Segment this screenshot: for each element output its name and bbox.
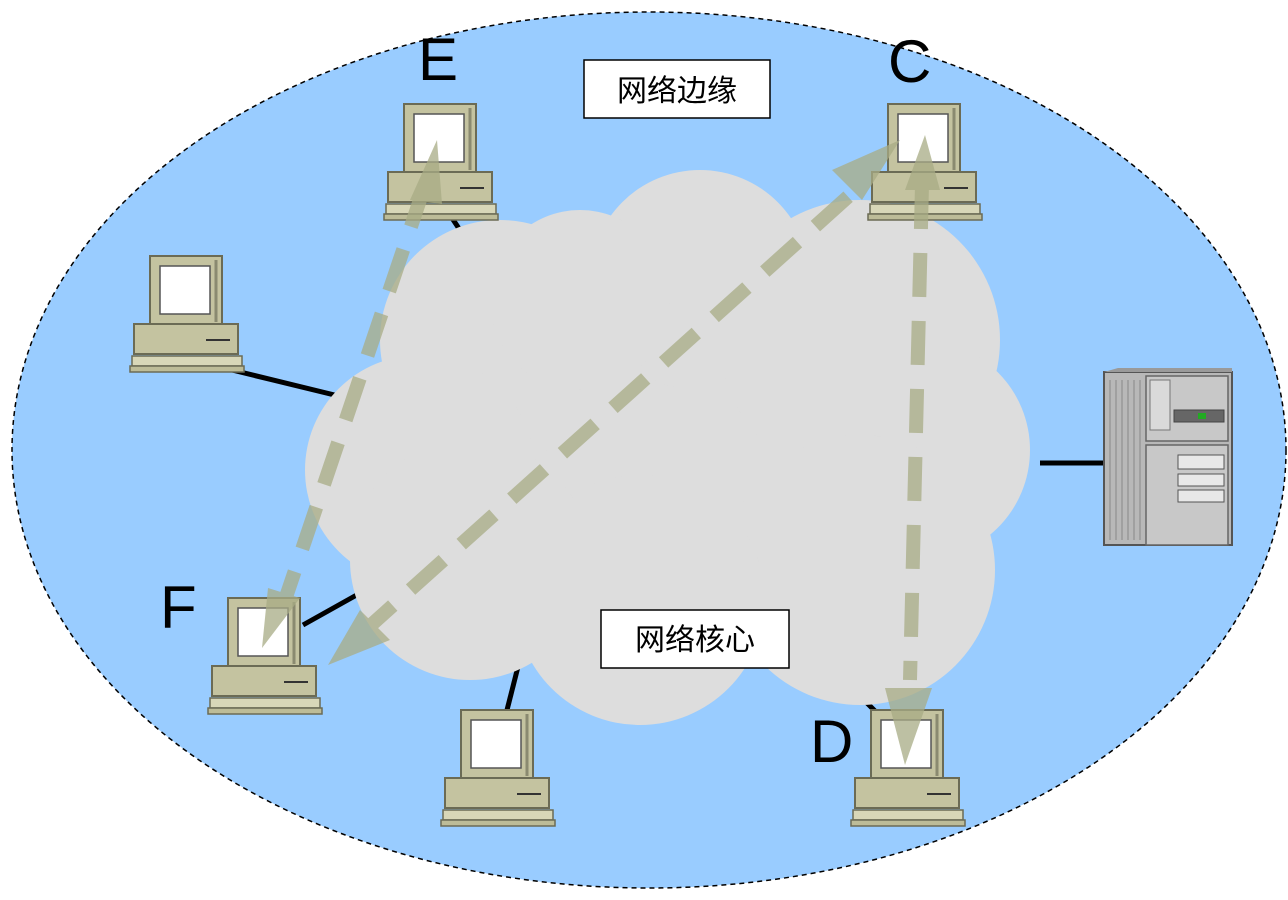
path-e-f bbox=[278, 182, 432, 603]
core-label: 网络核心 bbox=[635, 623, 755, 658]
edge-label-box: 网络边缘 bbox=[583, 59, 771, 119]
arrowhead-to-f-2 bbox=[262, 588, 300, 648]
node-label-c: C bbox=[888, 28, 931, 95]
arrowhead-to-f bbox=[328, 610, 390, 665]
edge-label: 网络边缘 bbox=[617, 74, 737, 109]
path-f-c bbox=[355, 189, 855, 641]
node-label-f: F bbox=[160, 574, 197, 641]
server-icon bbox=[1103, 368, 1233, 546]
node-label-d: D bbox=[810, 708, 853, 775]
arrowhead-to-c-2 bbox=[905, 135, 940, 190]
arrowhead-to-e bbox=[410, 140, 442, 204]
core-label-box: 网络核心 bbox=[600, 609, 790, 669]
arrowhead-to-d bbox=[885, 688, 932, 765]
node-label-e: E bbox=[418, 26, 458, 93]
arrowhead-to-c bbox=[832, 140, 900, 200]
path-arrows bbox=[262, 135, 940, 765]
path-c-d bbox=[903, 184, 929, 681]
